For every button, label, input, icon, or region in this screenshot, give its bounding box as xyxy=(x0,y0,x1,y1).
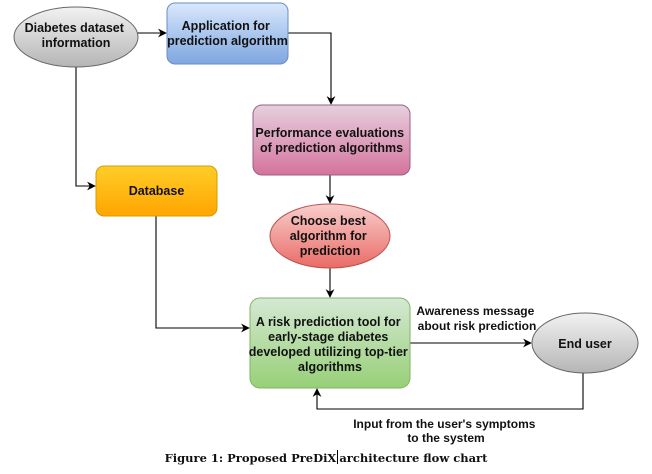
input-label-line: Input from the user's symptoms xyxy=(353,417,536,431)
svg-text:Diabetes dataset informa: Diabetes dataset information xyxy=(25,21,128,50)
choose-label-line: Choose best xyxy=(291,214,367,228)
svg-text:Performance evaluations: Performance evaluations of prediction al… xyxy=(255,126,407,155)
database-label: Database xyxy=(129,184,185,198)
edge-dataset-to-database xyxy=(75,67,96,191)
node-application: Application for prediction algorithm xyxy=(166,2,289,65)
tool-label-line: A risk prediction tool for xyxy=(256,315,401,329)
application-label-line: Application for xyxy=(182,19,270,33)
application-box xyxy=(166,2,289,65)
choose-label-line: prediction xyxy=(300,244,360,258)
svg-text:End user: End user xyxy=(558,337,612,351)
dataset-ellipse xyxy=(13,6,139,68)
node-dataset: Diabetes dataset information xyxy=(13,6,139,68)
performance-label-line: Performance evaluations xyxy=(255,126,404,140)
caption-suffix: architecture flow chart xyxy=(339,451,488,465)
awareness-label: Awareness message about risk prediction xyxy=(416,304,537,333)
text-cursor xyxy=(337,450,339,464)
awareness-label-line: about risk prediction xyxy=(418,319,537,333)
dataset-label-line: information xyxy=(42,36,111,50)
input-label: Input from the user's symptoms to the sy… xyxy=(353,417,539,445)
edges xyxy=(75,28,584,410)
svg-text:Application for predicti: Application for prediction algorithm xyxy=(167,19,288,48)
svg-text:Database: Database xyxy=(129,184,185,198)
database-box xyxy=(95,165,218,217)
edge-application-to-performance xyxy=(288,32,336,105)
dataset-label-line: Diabetes dataset xyxy=(25,21,125,35)
choose-ellipse xyxy=(269,203,391,269)
performance-label-line: of prediction algorithms xyxy=(260,141,403,155)
caption-prefix: Figure 1: Proposed PreDiX xyxy=(164,451,337,465)
enduser-label: End user xyxy=(558,337,612,351)
tool-label-line: algorithms xyxy=(298,360,362,374)
awareness-label-line: Awareness message xyxy=(416,304,534,318)
performance-box xyxy=(252,104,411,176)
tool-label-line: developed utilizing top-tier xyxy=(249,345,408,359)
node-database: Database xyxy=(95,165,218,217)
node-tool: A risk prediction tool for early-stage d… xyxy=(249,297,412,389)
tool-box xyxy=(249,297,411,389)
svg-text:A risk prediction tool for: A risk prediction tool for early-stage d… xyxy=(249,315,412,374)
input-label-line: to the system xyxy=(407,431,484,445)
application-label-line: prediction algorithm xyxy=(167,34,288,48)
edge-enduser-to-tool xyxy=(312,373,584,410)
edge-database-to-tool xyxy=(155,216,250,333)
svg-text:Choose best algorithm fo: Choose best algorithm for prediction xyxy=(290,214,371,258)
choose-label-line: algorithm for xyxy=(290,229,367,243)
tool-label-line: early-stage diabetes xyxy=(268,330,388,344)
enduser-ellipse xyxy=(531,312,639,374)
node-choose: Choose best algorithm for prediction xyxy=(269,203,391,269)
node-enduser: End user xyxy=(531,312,639,374)
node-performance: Performance evaluations of prediction al… xyxy=(252,104,411,176)
